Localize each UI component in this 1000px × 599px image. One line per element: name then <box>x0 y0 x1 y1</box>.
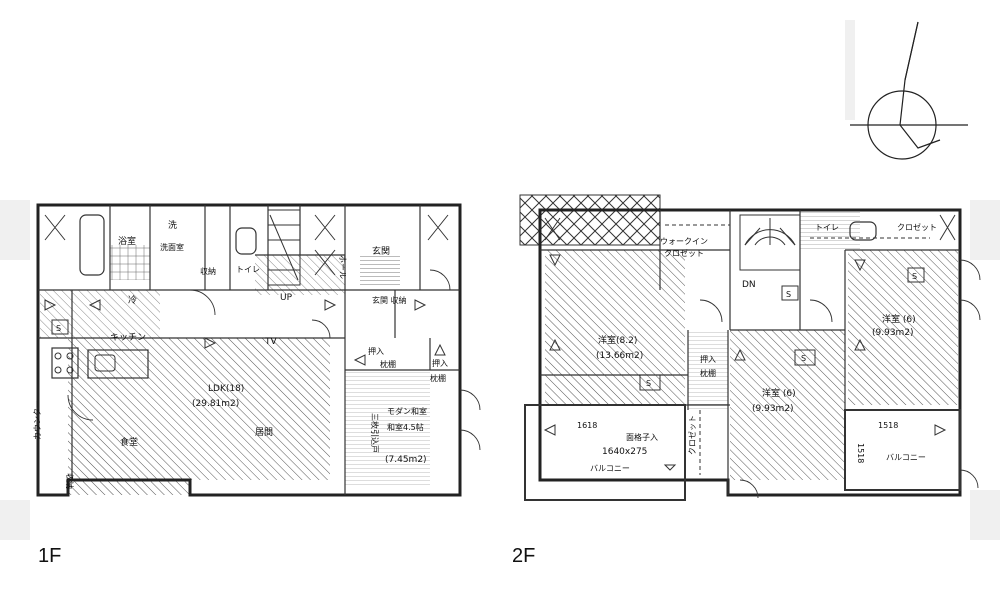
label-balcony-1: バルコニー <box>590 464 630 473</box>
label-ldk: LDK(18) <box>208 384 244 394</box>
label-walkin-1: ウォークイン <box>660 237 708 246</box>
label-skylight-dim: 1618 <box>577 421 597 430</box>
triangle-markers-2f <box>543 254 947 471</box>
bathtub <box>79 214 105 276</box>
label-toilet-2f: トイレ <box>815 223 839 232</box>
label-oshiire-2f: 押入 <box>700 354 716 364</box>
label-counter: カウンター <box>33 400 42 440</box>
floor-2f-plan: S S S S <box>512 194 981 567</box>
bath-floor <box>110 245 150 280</box>
toilet-fixture-1f <box>235 227 257 255</box>
balcony-2 <box>844 409 961 491</box>
s-mark-2f-2: S <box>912 272 917 281</box>
label-1518-horizontal: 1518 <box>878 421 898 430</box>
label-tv: TV <box>264 337 277 347</box>
label-wash-mark: 洗 <box>168 219 177 231</box>
label-storage-small: 収納 <box>200 266 216 276</box>
label-fridge: 冷 <box>128 294 137 306</box>
window-marks-2f <box>544 214 956 241</box>
label-dining: 食堂 <box>120 436 138 448</box>
label-oshiire-2: 押入 <box>432 358 448 368</box>
door-swings-2f <box>699 259 981 499</box>
s-mark-2f-1: S <box>786 290 791 299</box>
background-marks <box>0 20 1000 540</box>
staircase-2f <box>739 214 801 271</box>
label-closet: クロゼット <box>897 222 937 232</box>
label-makura-2f: 枕棚 <box>700 368 716 378</box>
label-up: UP <box>280 293 293 303</box>
door-swings-1f <box>67 269 481 451</box>
label-room-c: 洋室 (6) <box>882 313 916 325</box>
toilet-fixture-2f <box>849 221 877 241</box>
window-marks-1f <box>44 214 449 276</box>
kitchen-counter <box>87 349 149 379</box>
label-1518-vertical: 1518 <box>856 443 865 463</box>
room-b-floor <box>730 330 845 480</box>
label-entrance-storage: 玄関 収納 <box>372 295 407 305</box>
sink <box>94 354 116 372</box>
label-closet-vertical: クロゼット <box>687 415 697 455</box>
label-room-a-area: (13.66m2) <box>596 351 643 361</box>
storage-s-boxes-2f: S S S S <box>639 267 925 391</box>
label-walkin-2: クロゼット <box>664 248 704 258</box>
label-room-b: 洋室 (6) <box>762 387 796 399</box>
washitsu-floor <box>345 370 430 485</box>
label-oshiire-1: 押入 <box>368 346 384 356</box>
floor-label-2f: 2F <box>512 545 535 567</box>
room-c-floor <box>848 250 958 405</box>
entrance-step <box>360 255 400 285</box>
label-hall: ホール <box>338 255 347 279</box>
floor-1f-plan: S 浴室 洗 洗面室 収納 トイレ ホール 玄関 玄関 収納 UP 冷 キッチン… <box>33 203 481 567</box>
label-dn: DN <box>742 280 756 290</box>
label-room-a: 洋室(8.2) <box>598 334 637 346</box>
label-balcony-2: バルコニー <box>886 453 926 462</box>
label-washitsu-1: モダン和室 <box>387 406 427 416</box>
label-living: 居間 <box>255 427 273 438</box>
label-sliding-door: 三枚引込戸 <box>370 413 380 453</box>
label-bath: 浴室 <box>118 235 136 247</box>
floor-label-1f: 1F <box>38 545 61 567</box>
s-mark-2f-3: S <box>646 379 651 388</box>
kitchen-floor <box>40 290 160 338</box>
oshiire-2f-floor <box>688 330 728 410</box>
label-skylight-size: 1640x275 <box>602 447 647 457</box>
label-skylight: 面格子入 <box>626 432 658 442</box>
storage-s-box-1f <box>51 319 69 335</box>
staircase-1f <box>267 209 301 286</box>
floor-1f-outline <box>36 203 462 497</box>
label-ldk-area: (29.81m2) <box>192 399 239 409</box>
ldk-floor <box>68 338 330 495</box>
label-makura-2: 枕棚 <box>430 373 446 383</box>
s-mark-1f: S <box>56 324 61 333</box>
label-room-c-area: (9.93m2) <box>872 328 914 338</box>
label-washroom: 洗面室 <box>160 242 184 252</box>
s-mark-2f-4: S <box>801 354 806 363</box>
triangle-markers-1f <box>44 299 446 366</box>
cooktop <box>51 347 79 379</box>
label-washitsu-area: (7.45m2) <box>385 455 427 465</box>
north-arrow-icon <box>850 21 968 160</box>
label-entrance: 玄関 <box>372 245 390 257</box>
room-a-floor <box>545 250 685 405</box>
label-toilet-1f: トイレ <box>236 265 260 274</box>
label-makura-1: 枕棚 <box>380 359 396 369</box>
label-room-b-area: (9.93m2) <box>752 404 794 414</box>
label-washitsu-2: 和室4.5帖 <box>387 422 424 432</box>
label-storage-left: 収納 <box>65 473 75 489</box>
label-kitchen: キッチン <box>110 332 146 343</box>
